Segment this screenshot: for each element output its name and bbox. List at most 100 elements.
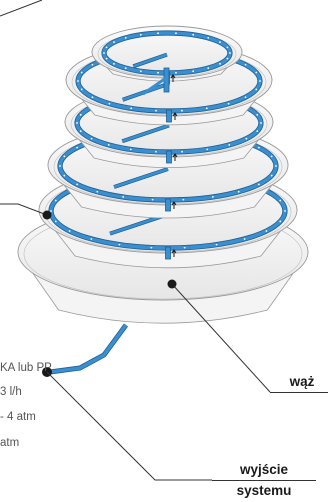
emitter-dot: [91, 63, 94, 66]
emitter-dot: [228, 144, 231, 146]
emitter-dot: [192, 33, 195, 36]
emitter-dot: [79, 130, 82, 133]
emitter-dot: [103, 52, 105, 54]
emitter-dot: [265, 230, 268, 232]
emitter-dot: [80, 88, 83, 91]
riser-pipe: [166, 150, 172, 164]
emitter-dot: [207, 36, 210, 39]
emitter-dot: [175, 32, 177, 35]
emitter-dot: [63, 155, 66, 158]
emitter-dot: [90, 238, 93, 240]
emitter-dot: [139, 33, 142, 36]
emitter-dot: [59, 165, 61, 167]
emitter-dot: [226, 57, 229, 60]
emitter-dot: [118, 243, 121, 246]
emitter-dot: [219, 41, 221, 44]
emitter-dot: [207, 67, 210, 70]
emitter-dot: [284, 210, 286, 212]
flow-arrow-icon: [172, 112, 178, 120]
emitter-dot: [155, 150, 157, 153]
emitter-dot: [130, 107, 133, 110]
system-outlet-label-line2: systemu: [236, 483, 292, 498]
emitter-dot: [279, 220, 282, 223]
emitter-dot: [227, 102, 230, 105]
emitter-dot: [270, 174, 273, 177]
riser-pipe: [165, 246, 171, 260]
emitter-dot: [155, 109, 157, 112]
emitter-dot: [54, 220, 57, 223]
emitter-dot: [211, 196, 214, 198]
emitter-dot: [237, 190, 240, 193]
emitter-dot: [91, 96, 94, 99]
emitter-dot: [226, 46, 229, 49]
emitter-dot: [229, 52, 231, 54]
emitter-dot: [270, 155, 273, 158]
emitter-dot: [76, 146, 79, 149]
emitter-dot: [113, 41, 115, 44]
emitter-dot: [76, 183, 79, 186]
emitter-dot: [182, 198, 185, 201]
emitter-dot: [54, 199, 57, 202]
emitter-dot: [124, 36, 127, 39]
emitter-dot: [205, 107, 208, 110]
hose-label: wąż: [289, 374, 315, 389]
emitter-dot: [181, 150, 183, 153]
callout-dot-hose: [167, 279, 177, 289]
emitter-dot: [259, 80, 261, 82]
system-outlet-label-line1: wyjście: [239, 462, 289, 477]
feeder-hose: [113, 167, 169, 189]
riser-pipe: [166, 109, 172, 123]
emitter-dot: [108, 102, 111, 105]
flow-arrow-icon: [171, 249, 177, 257]
emitter-dot: [244, 96, 247, 99]
emitter-dot: [80, 71, 83, 74]
feeder-hose: [121, 124, 170, 143]
flow-arrow-icon: [172, 153, 178, 161]
emitter-dot: [275, 165, 277, 167]
emitter-dot: [150, 246, 153, 249]
emitter-dot: [63, 174, 66, 177]
emitter-dot: [68, 230, 71, 232]
emitter-dot: [219, 62, 221, 65]
emitter-dot: [183, 246, 186, 249]
emitter-dot: [124, 67, 127, 70]
emitter-dot: [122, 196, 125, 198]
emitter-dot: [256, 113, 259, 116]
feeder-hose: [132, 53, 168, 68]
emitter-dot: [255, 71, 258, 74]
flow-arrow-icon: [171, 201, 177, 209]
emitter-dot: [151, 198, 154, 201]
hose-label-underline: [270, 392, 328, 393]
spec-flow-rate: 3 l/h: [0, 386, 22, 398]
emitter-dot: [206, 148, 209, 151]
emitter-dot: [157, 71, 159, 74]
emitter-dot: [243, 238, 246, 240]
callout-line-top: [0, 0, 43, 17]
emitter-dot: [113, 62, 115, 65]
emitter-dot: [244, 63, 247, 66]
spec-pressure-range: - 4 atm: [0, 411, 36, 423]
top-feeder-hose: [142, 76, 167, 96]
emitter-dot: [107, 144, 110, 146]
emitter-dot: [79, 113, 82, 116]
callout-dot-ring: [42, 210, 52, 220]
emitter-dot: [129, 148, 132, 151]
emitter-dot: [245, 137, 248, 140]
callout-line-hose: [171, 283, 271, 393]
emitter-dot: [260, 122, 262, 124]
emitter-dot: [256, 130, 259, 133]
emitter-dot: [96, 190, 99, 193]
emitter-dot: [257, 146, 260, 149]
callout-line-ring: [0, 203, 48, 216]
emitter-dot: [50, 210, 52, 212]
emitter-dot: [192, 70, 195, 73]
system-outlet-label-underline: [212, 480, 316, 481]
flow-arrow-icon: [170, 74, 176, 82]
callout-line-outlet: [46, 371, 212, 481]
emitter-dot: [105, 46, 108, 49]
emitter-dot: [181, 109, 183, 112]
emitter-dot: [215, 243, 218, 246]
spec-material: KA lub PP: [0, 362, 52, 374]
emitter-dot: [257, 183, 260, 186]
